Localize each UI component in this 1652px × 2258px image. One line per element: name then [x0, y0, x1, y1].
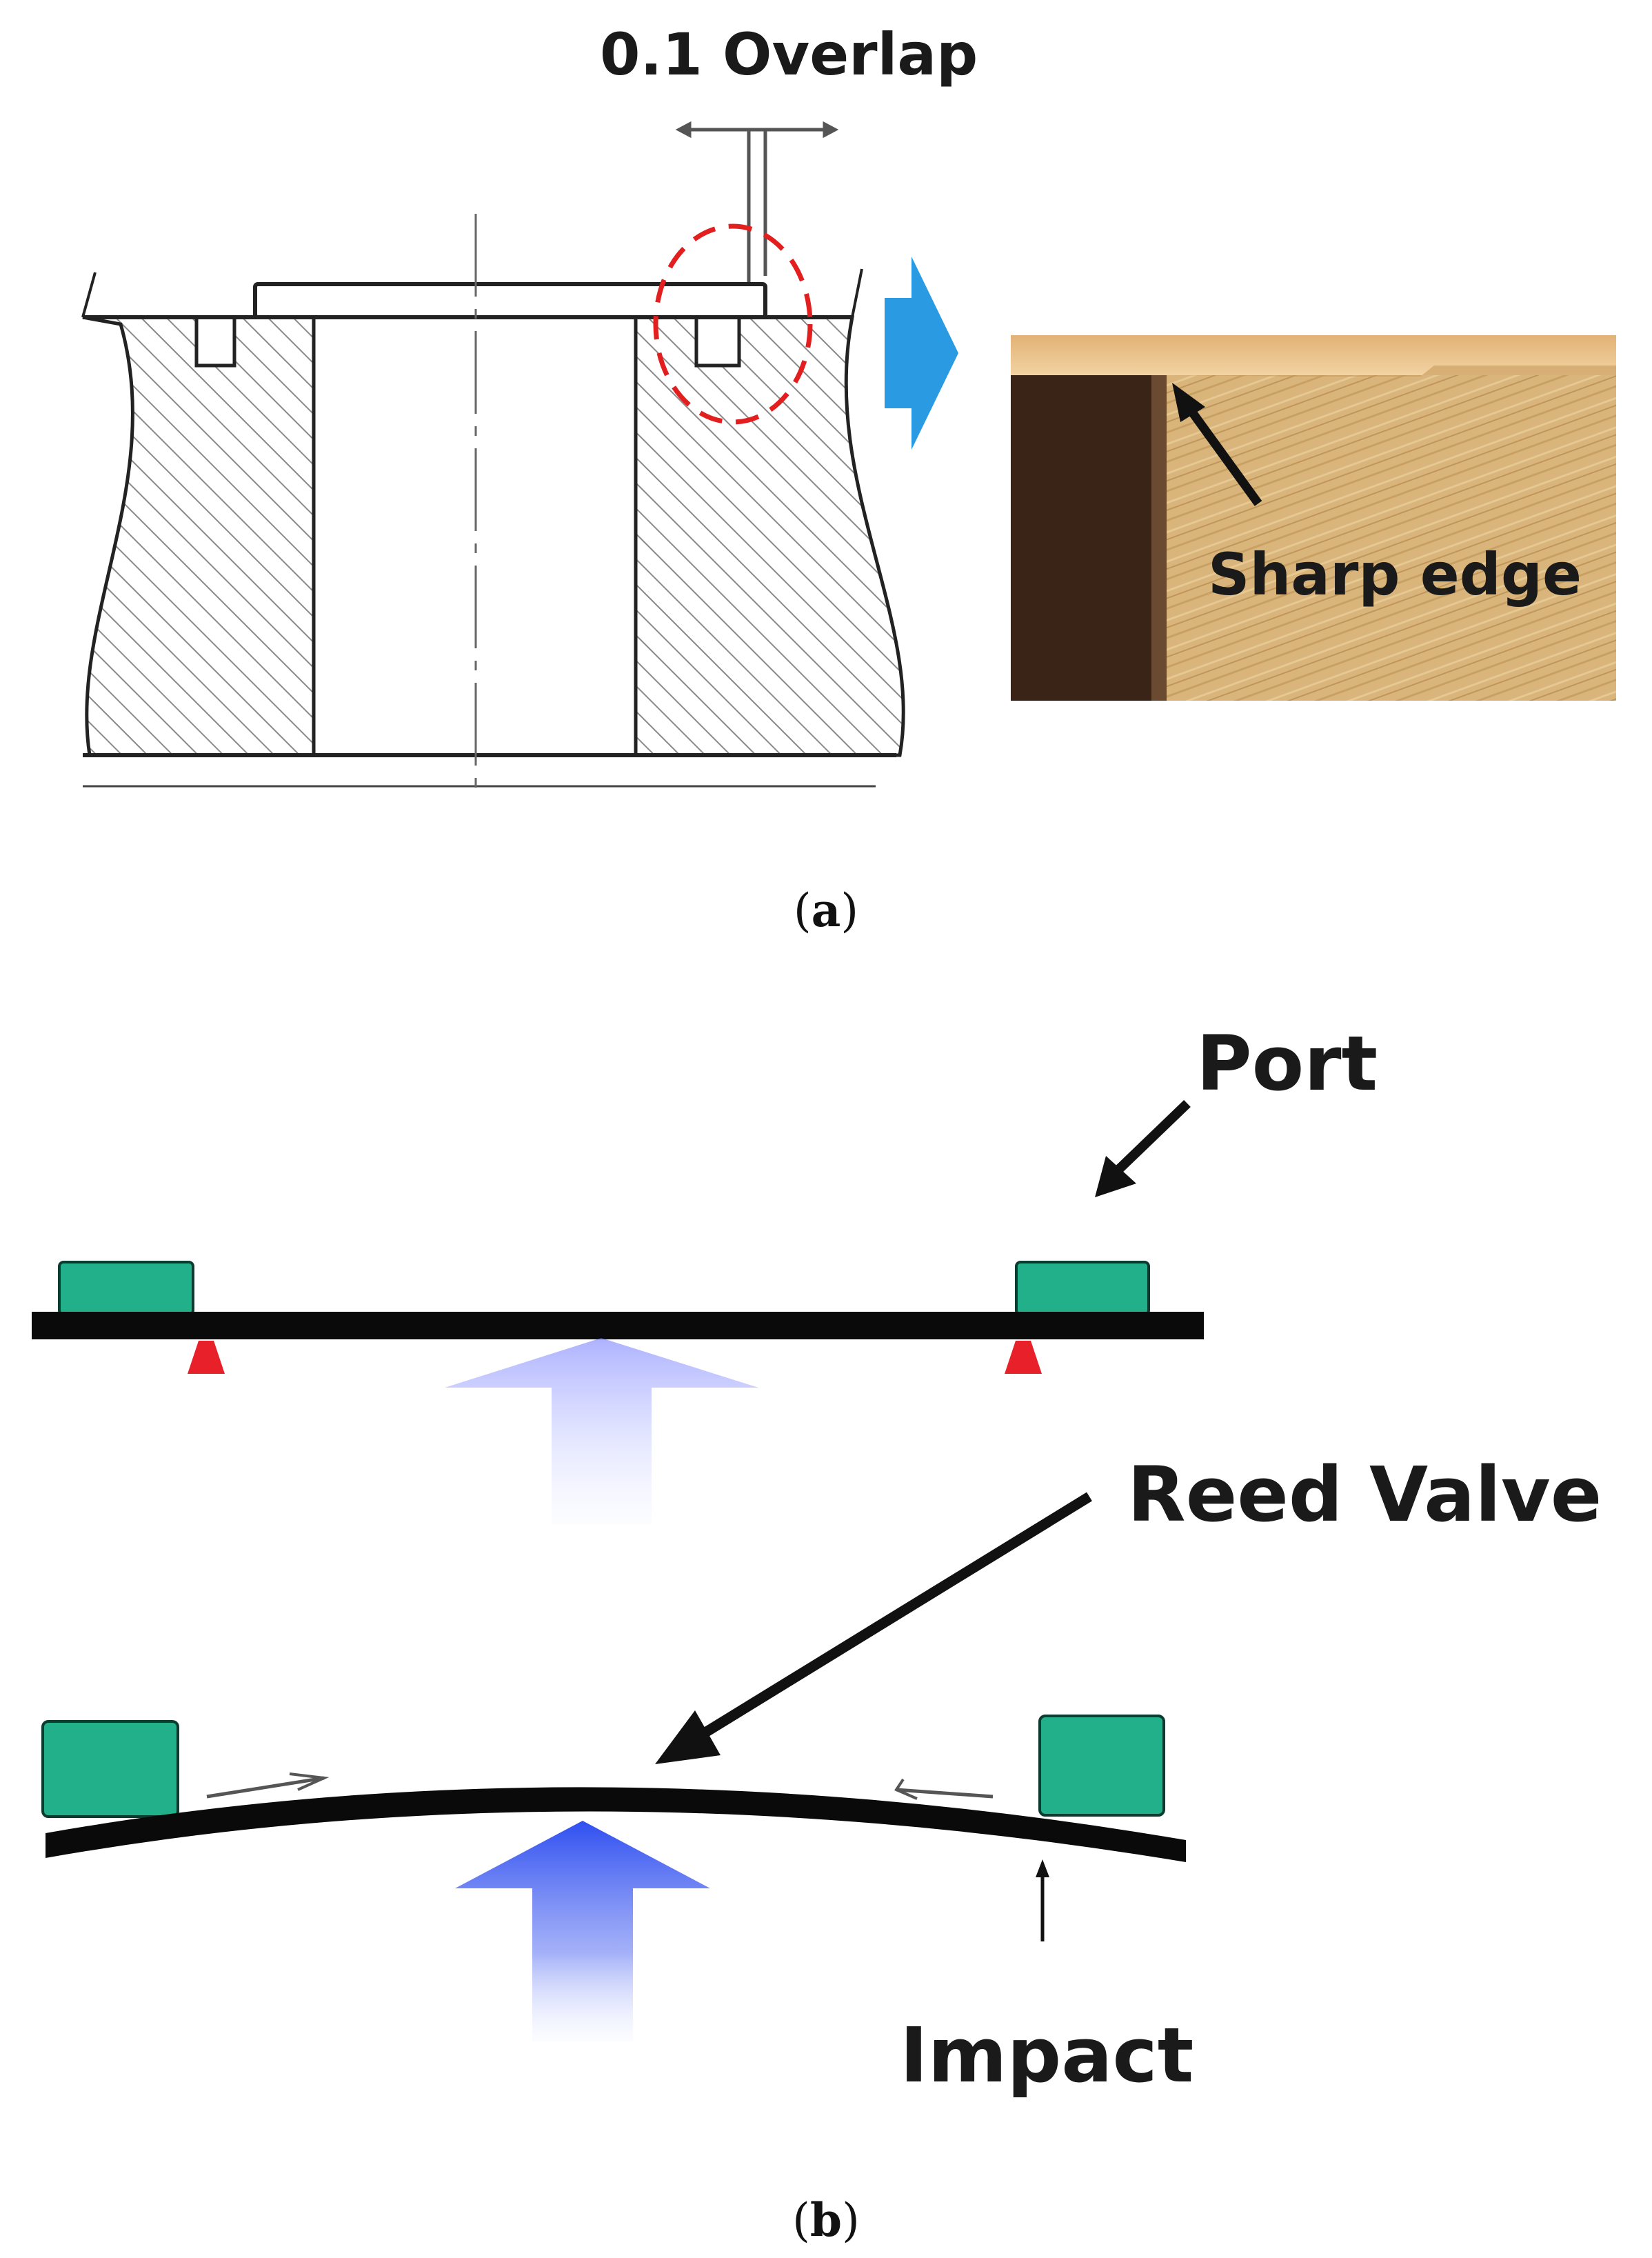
- impact-label: Impact: [900, 2011, 1193, 2099]
- caption-a: (a): [794, 883, 858, 937]
- caption-b-letter: b: [810, 2193, 842, 2247]
- overlap-label: 0.1 Overlap: [600, 21, 978, 88]
- panel-b: Port Reed Valve: [32, 1019, 1602, 2247]
- port-label: Port: [1196, 1019, 1378, 1108]
- port-left-lower: [41, 1720, 179, 1818]
- overlap-dimension-marker: [675, 121, 839, 290]
- port-arrow: [1112, 1099, 1191, 1177]
- reed-valve-arrow: [694, 1492, 1092, 1743]
- support-right: [1005, 1341, 1042, 1374]
- faint-flow-arrow: [445, 1338, 758, 1524]
- housing-cross-section: [81, 214, 905, 793]
- dark-part: [1011, 375, 1165, 701]
- closed-valve-state: [32, 1261, 1204, 1524]
- highlight-circle: [653, 223, 813, 425]
- valve-plate: [253, 282, 767, 319]
- support-left: [188, 1341, 225, 1374]
- right-hatched-wall: [634, 315, 905, 757]
- port-right-lower: [1038, 1715, 1165, 1817]
- open-valve-state: [41, 1715, 1186, 2041]
- port-left-upper: [58, 1261, 194, 1316]
- sharp-edge-photo: Sharp edge: [1011, 335, 1616, 701]
- sharp-edge-label: Sharp edge: [1208, 541, 1582, 608]
- reed-valve-bent: [46, 1787, 1186, 1862]
- transition-arrow: [885, 257, 958, 450]
- reed-valve-flat: [32, 1312, 1204, 1339]
- caption-a-letter: a: [812, 883, 841, 937]
- port-right-upper: [1015, 1261, 1150, 1316]
- reed-valve-label: Reed Valve: [1127, 1450, 1602, 1539]
- left-hatched-wall: [82, 315, 316, 757]
- panel-a: 0.1 Overlap: [81, 21, 1616, 937]
- caption-b: (b): [792, 2193, 860, 2247]
- strong-flow-arrow: [455, 1821, 710, 2041]
